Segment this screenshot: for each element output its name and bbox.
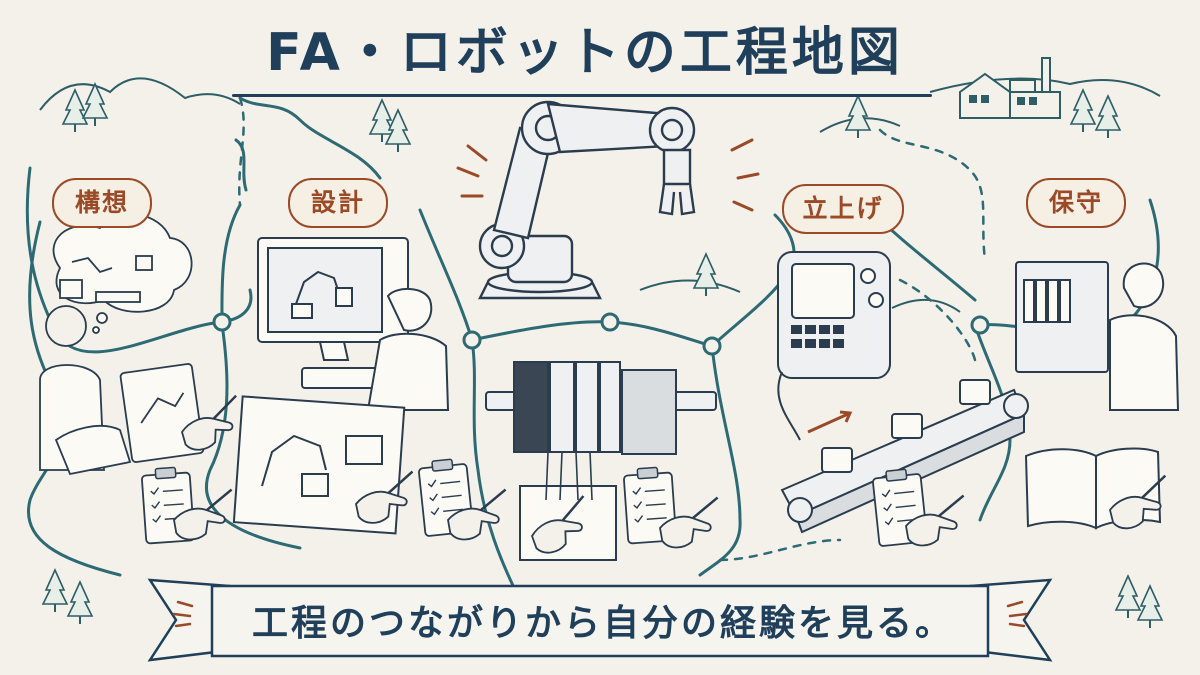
page-title: FA・ロボットの工程地図 xyxy=(266,23,904,83)
factory-icon xyxy=(959,57,1061,119)
stage-concept-label: 構想 xyxy=(52,178,152,228)
stage-maintenance-label: 保守 xyxy=(1026,178,1126,228)
computer-monitor-icon xyxy=(232,237,450,535)
title-underline xyxy=(232,94,932,97)
control-panel-icon xyxy=(1015,261,1180,411)
stage-design-label: 設計 xyxy=(288,178,388,228)
stage-startup-label: 立上げ xyxy=(782,184,904,234)
robot-arm-icon xyxy=(478,100,696,300)
banner-message: 工程のつながりから自分の経験を見る。 xyxy=(251,603,954,644)
conveyor-icon xyxy=(780,379,1029,534)
teach-pendant-icon xyxy=(777,251,891,441)
